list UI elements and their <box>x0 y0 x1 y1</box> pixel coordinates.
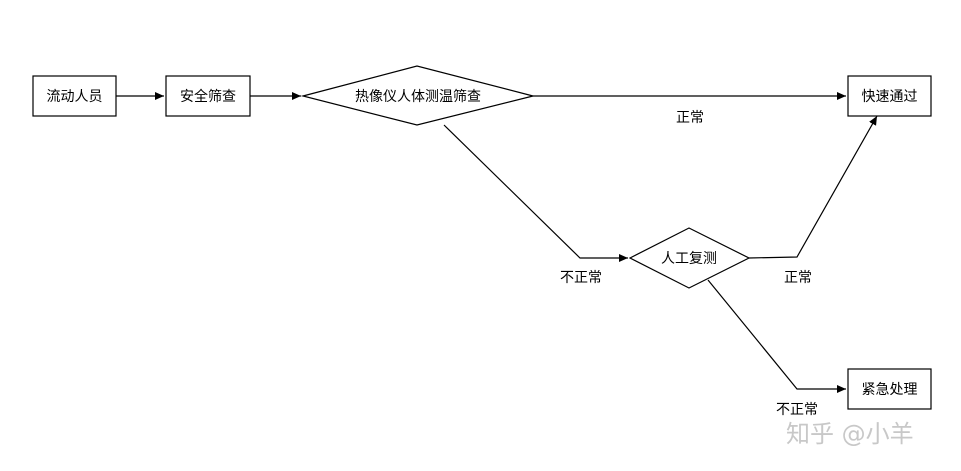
node-emergency-handling: 紧急处理 <box>847 368 932 410</box>
node-thermal-screening: 热像仪人体测温筛查 <box>300 65 534 126</box>
edge-manual-to-fast-pass <box>748 115 878 259</box>
edge-label-manual-normal: 正常 <box>784 270 812 286</box>
node-thermal-screening-label: 热像仪人体测温筛查 <box>355 89 481 105</box>
edge-label-manual-abnormal: 不正常 <box>776 402 818 418</box>
node-floating-people-label: 流动人员 <box>47 89 103 105</box>
node-floating-people: 流动人员 <box>32 75 117 117</box>
edge-label-thermal-abnormal: 不正常 <box>560 270 602 286</box>
edge-label-thermal-normal: 正常 <box>676 110 704 126</box>
node-fast-pass-label: 快速通过 <box>862 89 918 105</box>
node-security-screening: 安全筛查 <box>165 75 251 117</box>
watermark: 知乎 @小羊 <box>786 420 914 448</box>
node-manual-recheck-label: 人工复测 <box>661 250 717 267</box>
edge-manual-to-emergency <box>707 279 846 393</box>
node-security-screening-label: 安全筛查 <box>180 88 236 105</box>
edge-thermal-to-manual <box>443 124 628 262</box>
node-emergency-handling-label: 紧急处理 <box>862 382 918 398</box>
node-manual-recheck: 人工复测 <box>628 227 751 289</box>
node-fast-pass: 快速通过 <box>847 75 932 117</box>
